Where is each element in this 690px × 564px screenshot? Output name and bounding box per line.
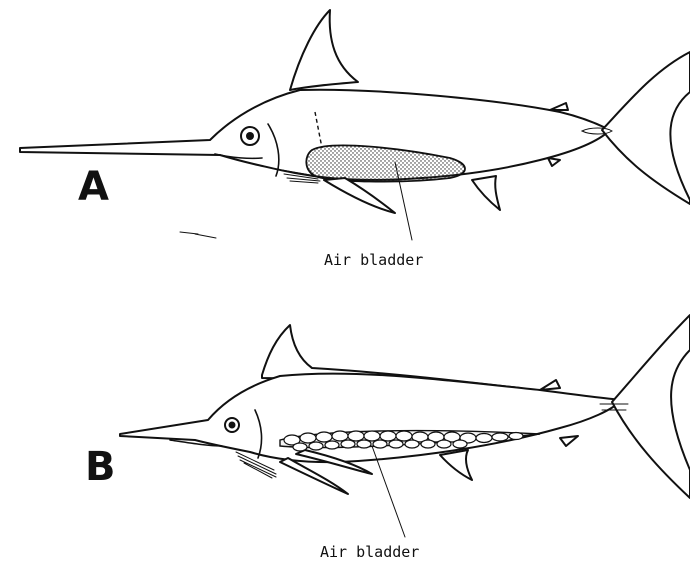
panel-b-letter: B [85,444,116,490]
swordfish-second-dorsal [550,103,568,110]
marlin-tail-fin [612,315,690,498]
panel-a-letter: A [78,164,109,210]
marlin-pupil [229,422,236,429]
swordfish-dorsal-fin [290,10,358,90]
marlin-second-dorsal [540,380,560,390]
marlin-second-anal [560,436,578,446]
panel-b-label: Air bladder [320,543,419,561]
panel-a: A Air bladder [20,10,690,269]
marlin-outline-icon [120,315,690,498]
marlin-air-bladder [280,431,540,451]
swordfish-tail-fin [602,52,690,204]
panel-b-pointer-line [372,446,405,537]
swordfish-second-anal [548,158,560,166]
marlin-anal-fin [440,450,472,480]
swordfish-anal-fin [472,176,500,210]
swordfish-pectoral-fin [324,178,395,213]
panel-a-label: Air bladder [324,251,423,269]
swordfish-outline-icon [20,10,690,238]
stray-mark [180,232,216,238]
panel-b: B Air bladder [85,315,690,561]
swordfish-pupil [246,132,254,140]
